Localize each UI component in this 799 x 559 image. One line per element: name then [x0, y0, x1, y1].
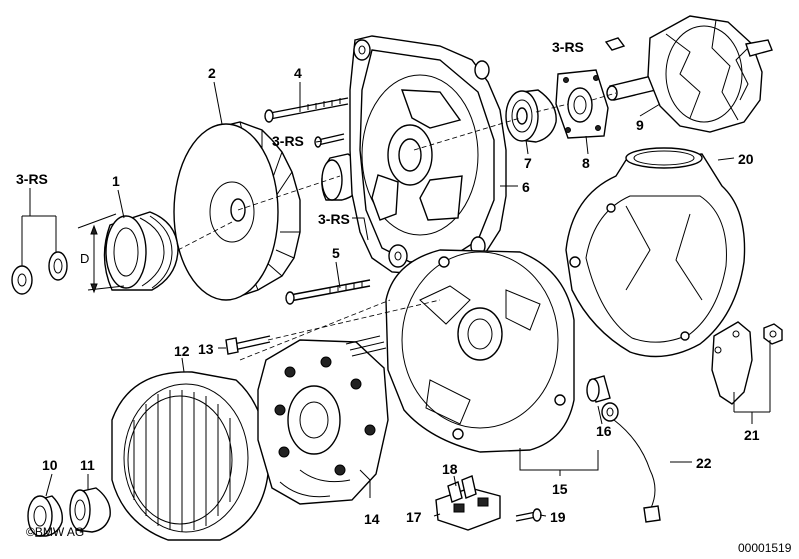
label-part-17: 17: [406, 509, 422, 525]
bracket: [711, 321, 783, 405]
sleeve: [586, 375, 611, 403]
copyright-notice: ©BMW AG: [26, 525, 84, 539]
bearing-cover-plate: [555, 69, 609, 139]
voltage-regulator: [435, 475, 542, 531]
image-number: 00001519: [738, 541, 792, 555]
pulley-assembly: [11, 211, 179, 295]
label-part-20: 20: [738, 151, 754, 167]
fan: [173, 121, 301, 301]
label-part-13: 13: [198, 341, 214, 357]
label-part-15: 15: [552, 481, 568, 497]
label-part-6: 6: [522, 179, 530, 195]
rotor: [604, 15, 773, 133]
bearing: [505, 89, 557, 143]
leader-lines: [21, 81, 771, 517]
cable: [601, 402, 661, 523]
label-part-7: 7: [524, 155, 532, 171]
label-3rs-ring: 3-RS: [318, 211, 350, 227]
label-part-12: 12: [174, 343, 190, 359]
label-part-2: 2: [208, 65, 216, 81]
label-3rs-nut: 3-RS: [16, 171, 48, 187]
label-part-14: 14: [364, 511, 380, 527]
label-part-4: 4: [294, 65, 302, 81]
dimension-d: [77, 213, 125, 294]
stator: [111, 371, 269, 541]
label-part-10: 10: [42, 457, 58, 473]
label-3rs-screw: 3-RS: [272, 133, 304, 149]
label-part-9: 9: [636, 117, 644, 133]
seal-ring: [69, 487, 111, 533]
rear-housing: [385, 249, 575, 453]
label-dimension-d: D: [80, 251, 89, 266]
bearing-small: [27, 495, 63, 537]
label-part-11: 11: [80, 457, 95, 473]
assembly-lines: [177, 92, 617, 361]
label-part-16: 16: [596, 423, 612, 439]
label-part-8: 8: [582, 155, 590, 171]
rectifier: [225, 335, 389, 505]
label-part-1: 1: [112, 173, 120, 189]
drive-end-housing: [349, 35, 507, 275]
label-part-5: 5: [332, 245, 340, 261]
label-3rs-key: 3-RS: [552, 39, 584, 55]
label-part-22: 22: [696, 455, 712, 471]
label-part-18: 18: [442, 461, 458, 477]
housing-cover: [565, 147, 746, 358]
label-part-21: 21: [744, 427, 760, 443]
label-part-19: 19: [550, 509, 566, 525]
